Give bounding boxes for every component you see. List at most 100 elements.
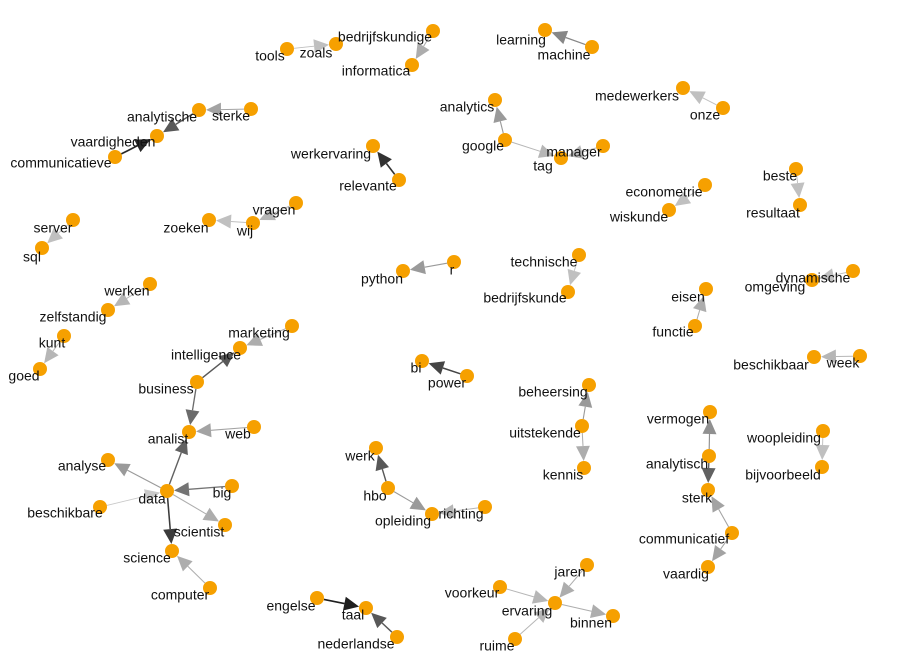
edge-marketing-intelligence [246,328,286,346]
node-communicatieve [108,150,122,164]
node-werkervaring [366,139,380,153]
node-label-manager: manager [546,144,602,160]
edge-line [120,145,138,155]
edge-arrowhead [578,391,593,408]
edge-hbo-opleiding [393,491,426,511]
edge-arrowhead [174,438,188,456]
edge-arrowhead [712,545,727,562]
node-label-machine: machine [538,47,591,63]
edge-line [718,508,730,528]
edge-line [573,261,578,272]
edge-arrowhead [531,590,549,604]
edge-uitstekende-beheersing [578,391,593,420]
edge-line [172,494,207,515]
node-voorkeur [493,580,507,594]
edge-arrowhead [693,295,707,313]
edge-arrowhead [674,191,692,206]
node-machine [585,40,599,54]
edge-data-analist [168,438,188,485]
node-label-werk: werk [344,448,376,464]
edge-communicatief-sterk [711,496,730,528]
edge-arrowhead [313,39,329,54]
edge-kunt-goed [44,341,61,364]
edge-manager-tag [567,145,597,159]
edge-relevante-werkervaring [377,151,396,175]
edge-line [393,491,414,504]
node-label-science: science [123,550,171,566]
node-label-business: business [138,381,193,397]
node-jaren [580,558,594,572]
node-label-technische: technische [511,254,578,270]
edge-arrowhead [174,482,190,497]
edge-bedrijfskundige-informatica [415,36,430,59]
edge-line [323,598,345,605]
edge-line [582,147,597,153]
node-server [66,213,80,227]
edge-arrowhead [559,581,575,598]
node-label-woopleiding: woopleiding [746,430,821,446]
edge-arrowhead [415,42,430,59]
edge-data-analyse [114,463,162,489]
edge-line [796,175,799,184]
edge-line [127,469,162,489]
node-werken [143,277,157,291]
edge-google-tag [511,141,555,158]
edge-arrowhead [377,151,392,168]
edge-arrowhead [114,463,131,477]
edge-line [424,262,448,268]
edge-tools-zoals [293,39,329,54]
node-opleiding [425,507,439,521]
edge-line [168,452,182,485]
node-label-hbo: hbo [363,488,387,504]
node-beschikbaar [807,350,821,364]
node-label-medewerkers: medewerkers [595,88,679,104]
edge-computer-science [177,555,206,584]
node-wiskunde [662,203,676,217]
node-label-sql: sql [23,249,41,265]
edge-arrowhead [163,528,178,544]
edge-line [220,108,245,111]
edge-arrowhead [551,30,569,45]
edge-richting-opleiding [438,504,479,519]
edge-arrowhead [711,496,725,513]
node-ervaring [548,596,562,610]
edge-line [230,221,247,223]
node-label-opleiding: opleiding [375,513,431,529]
edge-line [52,341,61,352]
edge-arrowhead [537,144,555,158]
edge-line [188,485,226,490]
node-goed [33,362,47,376]
node-label-big: big [213,485,232,501]
node-label-econometrie: econometrie [625,184,702,200]
node-business [190,375,204,389]
node-label-marketing: marketing [228,325,289,341]
node-sql [35,241,49,255]
node-r [447,255,461,269]
edge-arrowhead [202,507,219,522]
node-label-taal: taal [342,607,365,623]
edge-server-sql [47,224,69,244]
edge-arrowhead [702,419,717,435]
node-label-ervaring: ervaring [502,603,553,619]
edge-arrowhead [114,292,131,307]
edge-econometrie-wiskunde [674,188,700,206]
edge-arrowhead [590,604,607,618]
node-label-data: data [138,491,165,507]
edge-arrowhead [185,409,200,426]
node-label-relevante: relevante [339,178,397,194]
edge-arrowhead [144,489,161,503]
edge-arrowhead [44,347,59,364]
edge-analytisch-sterk [701,462,716,483]
node-label-analytisch: analytisch [646,456,708,472]
node-label-zelfstandig: zelfstandig [40,309,107,325]
node-informatica [405,58,419,72]
node-vermogen [703,405,717,419]
nodes-layer [33,23,867,646]
edge-line [582,406,586,420]
edge-arrowhead [177,555,193,572]
edge-line [381,622,393,633]
node-label-server: server [34,220,73,236]
edge-arrowhead [218,352,235,368]
edge-line [565,36,586,46]
edge-arrowhead [206,102,222,117]
